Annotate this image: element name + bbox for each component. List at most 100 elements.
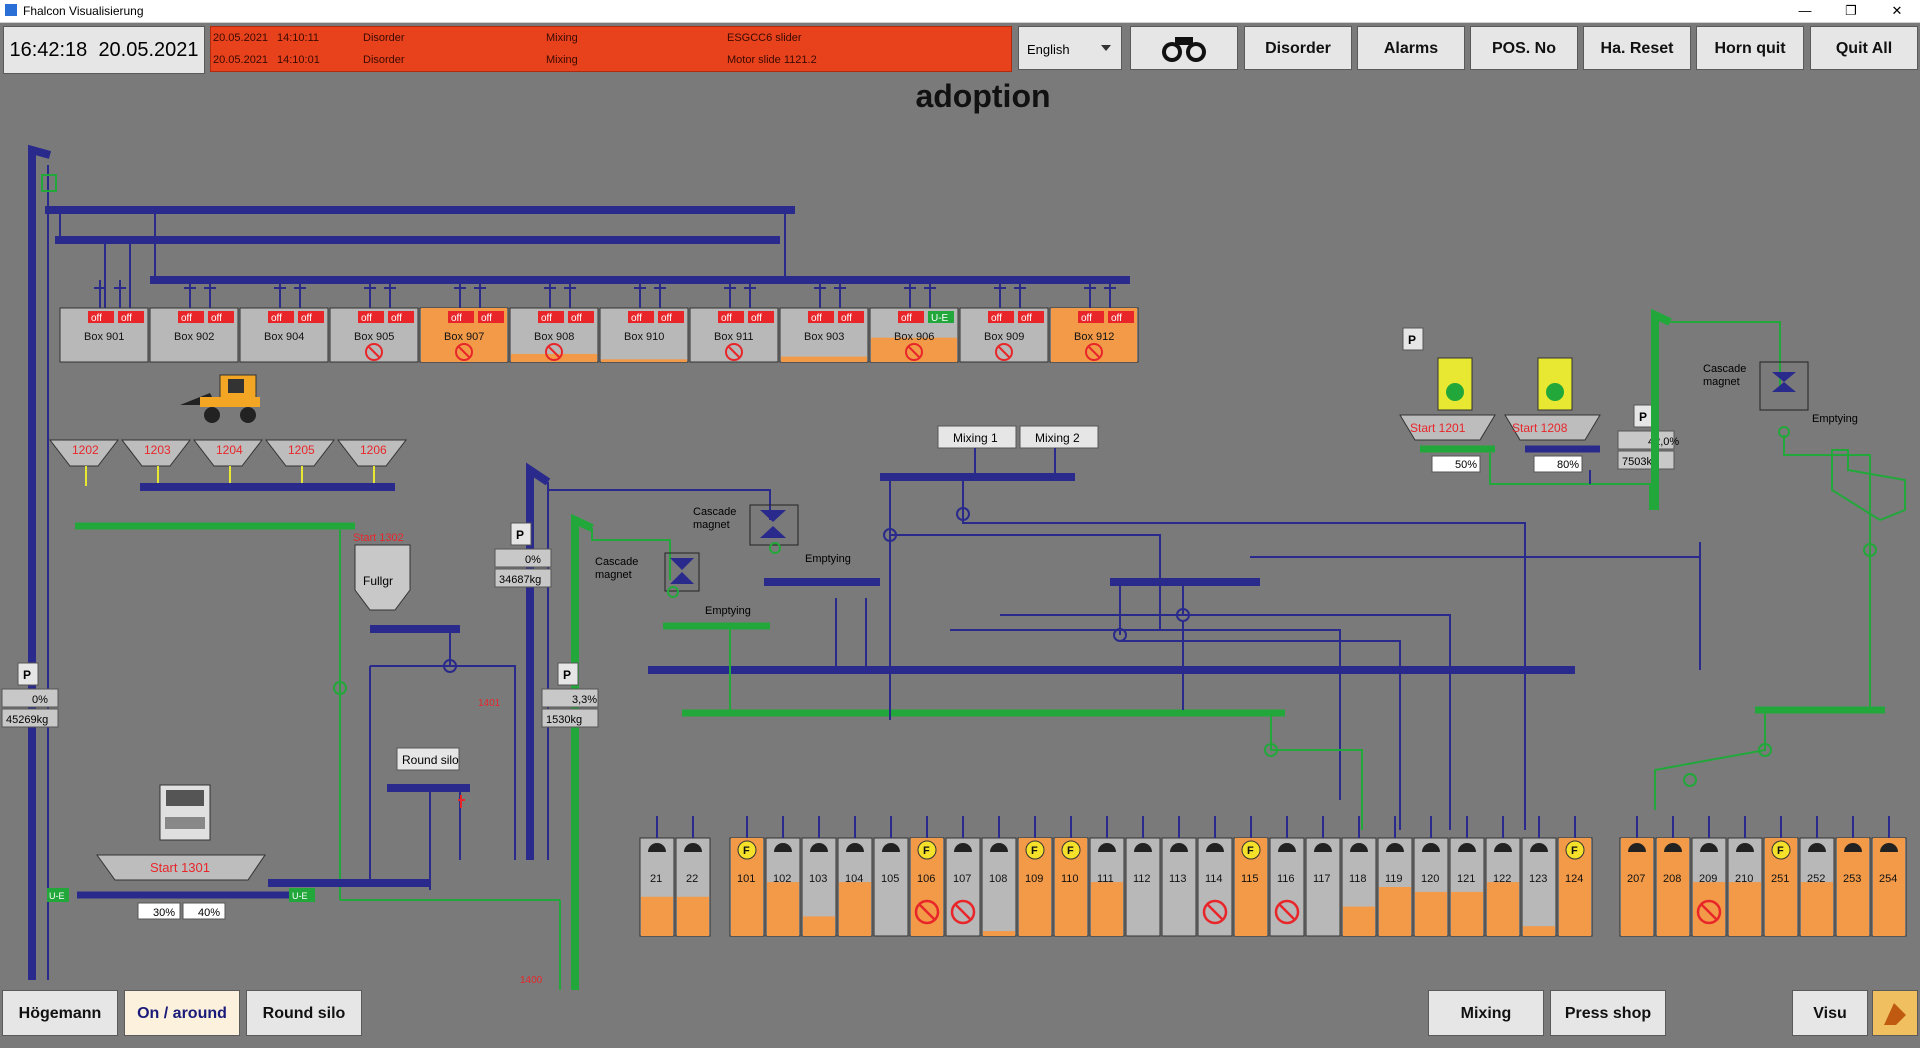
blocked-icon xyxy=(365,343,383,361)
svg-text:Start 1208: Start 1208 xyxy=(1512,421,1568,435)
mixing-1-button[interactable]: Mixing 1 xyxy=(937,425,1017,449)
silo-label: 21 xyxy=(650,873,662,885)
alarm-list[interactable]: 20.05.2021 14:10:11 Disorder Mixing ESGC… xyxy=(210,26,1012,72)
silo-119[interactable]: 119 xyxy=(1377,816,1413,937)
silo-108[interactable]: 108 xyxy=(981,816,1017,937)
alarm-row[interactable]: 20.05.2021 14:10:01 Disorder Mixing Moto… xyxy=(213,54,817,66)
silo-252[interactable]: 252 xyxy=(1799,816,1835,937)
mixing-2-button[interactable]: Mixing 2 xyxy=(1019,425,1099,449)
svg-text:magnet: magnet xyxy=(595,569,632,581)
silo-103[interactable]: 103 xyxy=(801,816,837,937)
quit-all-button[interactable]: Quit All xyxy=(1810,26,1918,70)
p-button[interactable] xyxy=(17,662,39,686)
language-select[interactable]: English xyxy=(1018,26,1122,70)
silo-253[interactable]: 253 xyxy=(1835,816,1871,937)
silo-117[interactable]: 117 xyxy=(1305,816,1341,937)
p-button[interactable] xyxy=(1402,327,1424,351)
silo-21[interactable]: 21 xyxy=(639,816,675,937)
silo-208[interactable]: 208 xyxy=(1655,816,1691,937)
alarms-button[interactable]: Alarms xyxy=(1357,26,1465,70)
nav-press-shop[interactable]: Press shop xyxy=(1550,990,1666,1036)
hopper-1202[interactable]: 1202 xyxy=(48,439,120,486)
p-button[interactable] xyxy=(510,522,532,546)
nav-round-silo[interactable]: Round silo xyxy=(246,990,362,1036)
svg-text:80%: 80% xyxy=(1557,459,1579,471)
scales: P0%45269kgP0%34687kgP3,3%1530kgP42,0%750… xyxy=(1,404,1679,728)
silo-207[interactable]: 207 xyxy=(1619,816,1655,937)
hopper-1205[interactable]: 1205 xyxy=(264,439,336,486)
hopper-1203[interactable]: 1203 xyxy=(120,439,192,486)
silo-107[interactable]: 107 xyxy=(945,816,981,937)
silo-label: 103 xyxy=(809,873,827,885)
box-status-tag: off xyxy=(481,313,492,324)
ha-reset-button[interactable]: Ha. Reset xyxy=(1583,26,1691,70)
box-status-tag: off xyxy=(181,313,192,324)
fullgr-hopper[interactable]: Fullgr xyxy=(354,544,411,611)
horn-quit-button[interactable]: Horn quit xyxy=(1696,26,1804,70)
silo-22[interactable]: 22 xyxy=(675,816,711,937)
search-button[interactable] xyxy=(1130,26,1238,70)
silo-122[interactable]: 122 xyxy=(1485,816,1521,937)
hopper-1206[interactable]: 1206 xyxy=(336,439,408,486)
silo-105[interactable]: 105 xyxy=(873,816,909,937)
blocked-icon xyxy=(545,343,563,361)
nav-hogemann[interactable]: Högemann xyxy=(2,990,118,1036)
scale-pct: 3,3% xyxy=(572,694,597,706)
silo-254[interactable]: 254 xyxy=(1871,816,1907,937)
nav-on-around[interactable]: On / around xyxy=(124,990,240,1036)
fhalcon-logo-icon[interactable] xyxy=(1872,990,1918,1036)
disorder-button[interactable]: Disorder xyxy=(1244,26,1352,70)
p-button[interactable] xyxy=(557,662,579,686)
nav-visu[interactable]: Visu xyxy=(1792,990,1868,1036)
silo-120[interactable]: 120 xyxy=(1413,816,1449,937)
fault-icon: F xyxy=(1565,840,1585,860)
pos-no-button[interactable]: POS. No xyxy=(1470,26,1578,70)
silo-121[interactable]: 121 xyxy=(1449,816,1485,937)
box-status-tag: off xyxy=(631,313,642,324)
silo-116[interactable]: 116 xyxy=(1269,816,1305,937)
pipework xyxy=(835,477,1701,830)
maximize-button[interactable]: ❐ xyxy=(1845,3,1857,18)
silo-118[interactable]: 118 xyxy=(1341,816,1377,937)
silo-113[interactable]: 113 xyxy=(1161,816,1197,937)
nav-mixing[interactable]: Mixing xyxy=(1428,990,1544,1036)
svg-text:magnet: magnet xyxy=(1703,376,1740,388)
silo-114[interactable]: 114 xyxy=(1197,816,1233,937)
round-silo-button[interactable]: Round silo xyxy=(396,747,460,771)
silo-210[interactable]: 210 xyxy=(1727,816,1763,937)
svg-text:Mixing 2: Mixing 2 xyxy=(1035,431,1080,445)
silo-102[interactable]: 102 xyxy=(765,816,801,937)
silo-111[interactable]: 111 xyxy=(1089,816,1125,937)
hopper-1204[interactable]: 1204 xyxy=(192,439,264,486)
minimize-button[interactable]: — xyxy=(1798,3,1812,18)
box-status-tag: off xyxy=(661,313,672,324)
silo-209[interactable]: 209 xyxy=(1691,816,1727,937)
silo-112[interactable]: 112 xyxy=(1125,816,1161,937)
close-button[interactable]: ✕ xyxy=(1891,3,1903,18)
box-status-tag: off xyxy=(271,313,282,324)
silo-123[interactable]: 123 xyxy=(1521,816,1557,937)
alarm-row[interactable]: 20.05.2021 14:10:11 Disorder Mixing ESGC… xyxy=(213,32,802,44)
silo-104[interactable]: 104 xyxy=(837,816,873,937)
box-status-tag: U-E xyxy=(931,313,949,324)
